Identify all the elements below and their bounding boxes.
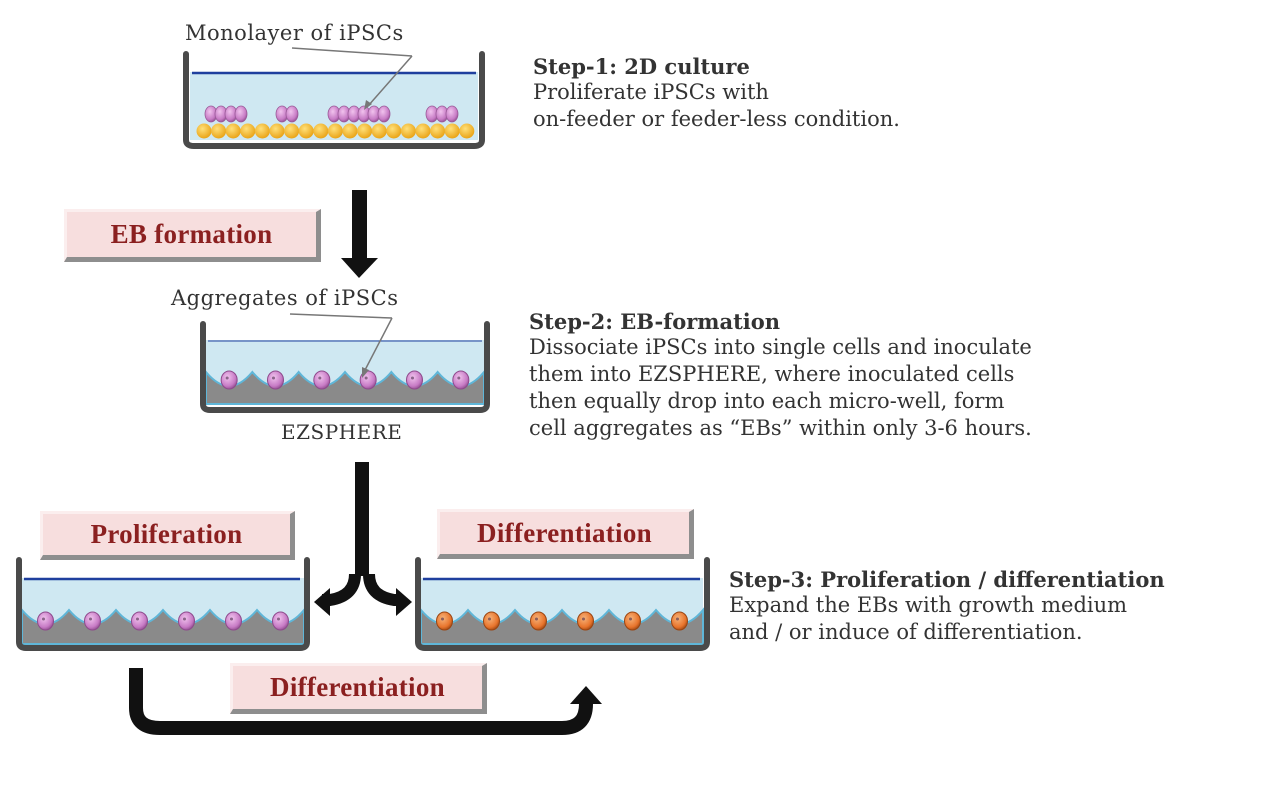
arrow-down-1 <box>341 190 378 278</box>
step-2-title: Step-2: EB-formation <box>529 309 781 334</box>
feeder-cell <box>225 123 241 139</box>
embryoid-body <box>225 611 242 631</box>
step-2-block: Step-2: EB-formation Dissociate iPSCs in… <box>529 309 1032 442</box>
differentiated-body-nucleus <box>676 617 679 621</box>
differentiated-body-nucleus <box>629 617 632 621</box>
embryoid-body-nucleus <box>89 617 92 621</box>
expanded-ebs <box>37 611 289 631</box>
ipsc-aggregate <box>406 370 423 390</box>
dish-ezsphere <box>200 313 490 413</box>
embryoid-body <box>37 611 54 631</box>
feeder-cell <box>313 123 329 139</box>
ipsc-aggregate-nucleus <box>364 376 368 380</box>
embryoid-body <box>178 611 195 631</box>
step-3-title: Step-3: Proliferation / differentiation <box>729 567 1165 592</box>
feeder-cell <box>459 123 475 139</box>
eb-formation-button: EB formation <box>64 209 321 262</box>
differentiated-body <box>483 611 500 631</box>
step-3-line-2: and / or induce of differentiation. <box>729 620 1083 644</box>
ipsc-colonies <box>204 105 459 123</box>
step-3-line-1: Expand the EBs with growth medium <box>729 593 1128 617</box>
monolayer-label: Monolayer of iPSCs <box>185 21 404 45</box>
feeder-cell <box>386 123 402 139</box>
proliferation-button: Proliferation <box>40 511 295 560</box>
differentiated-body <box>577 611 594 631</box>
ipsc-aggregate <box>220 370 238 390</box>
step-2-line-2: them into EZSPHERE, where inoculated cel… <box>529 362 1015 386</box>
differentiated-body <box>624 611 641 631</box>
feeder-cell <box>327 123 343 139</box>
differentiated-body <box>436 611 453 631</box>
feeder-cell <box>269 123 285 139</box>
embryoid-body <box>272 611 289 631</box>
ipsc-aggregate <box>267 370 284 390</box>
feeder-cell <box>284 123 300 139</box>
aggregates-label: Aggregates of iPSCs <box>171 286 399 310</box>
differentiated-body <box>671 611 688 631</box>
ipsc-aggregate <box>452 370 470 390</box>
step-1-line-1: Proliferate iPSCs with <box>533 80 769 104</box>
differentiated-body-nucleus <box>441 617 444 621</box>
embryoid-body-nucleus <box>136 617 139 621</box>
ipsc-aggregates <box>220 370 470 390</box>
feeder-cell <box>415 123 431 139</box>
differentiated-body <box>530 611 547 631</box>
feeder-cell <box>371 123 387 139</box>
embryoid-body-nucleus <box>230 617 233 621</box>
differentiation-button-right: Differentiation <box>437 509 694 559</box>
feeder-cell <box>240 123 256 139</box>
feeder-cell <box>444 123 460 139</box>
feeder-cell <box>357 123 373 139</box>
step-1-title: Step-1: 2D culture <box>533 54 750 79</box>
arrow-bottom-loop <box>129 668 602 735</box>
ipsc-cell <box>377 105 391 123</box>
step-1-line-2: on-feeder or feeder-less condition. <box>533 107 900 131</box>
feeder-cell <box>298 123 314 139</box>
differentiated-body-nucleus <box>582 617 585 621</box>
differentiated-ebs <box>436 611 688 631</box>
feeder-layer <box>196 123 475 139</box>
ipsc-aggregate-nucleus <box>225 376 229 380</box>
ezsphere-caption: EZSPHERE <box>281 420 403 444</box>
ipsc-cell <box>285 105 299 123</box>
embryoid-body <box>131 611 148 631</box>
step-2-line-3: then equally drop into each micro-well, … <box>529 389 1005 413</box>
feeder-cell <box>430 123 446 139</box>
ipsc-cell <box>234 105 248 123</box>
differentiated-body-nucleus <box>488 617 491 621</box>
feeder-cell <box>342 123 358 139</box>
dish-differentiation <box>415 557 710 651</box>
ipsc-aggregate-nucleus <box>411 376 414 380</box>
arrow-split <box>314 462 412 616</box>
embryoid-body-nucleus <box>183 617 186 621</box>
step-2-line-1: Dissociate iPSCs into single cells and i… <box>529 335 1032 359</box>
dish-monolayer <box>183 47 485 149</box>
ipsc-aggregate-nucleus <box>318 376 322 380</box>
ipsc-aggregate-nucleus <box>272 376 275 380</box>
feeder-cell <box>254 123 270 139</box>
step-3-block: Step-3: Proliferation / differentiation … <box>729 567 1165 646</box>
ipsc-aggregate-nucleus <box>457 376 461 380</box>
feeder-cell <box>400 123 416 139</box>
embryoid-body-nucleus <box>277 617 280 621</box>
differentiated-body-nucleus <box>535 617 538 621</box>
differentiation-button-bottom: Differentiation <box>230 663 487 714</box>
dish-proliferation <box>16 557 310 651</box>
step-1-block: Step-1: 2D culture Proliferate iPSCs wit… <box>533 54 900 133</box>
embryoid-body-nucleus <box>42 617 45 621</box>
embryoid-body <box>84 611 101 631</box>
feeder-cell <box>196 123 212 139</box>
ipsc-cell <box>445 105 459 123</box>
ipsc-aggregate <box>313 370 331 390</box>
step-2-line-4: cell aggregates as “EBs” within only 3-6… <box>529 416 1032 440</box>
feeder-cell <box>211 123 227 139</box>
